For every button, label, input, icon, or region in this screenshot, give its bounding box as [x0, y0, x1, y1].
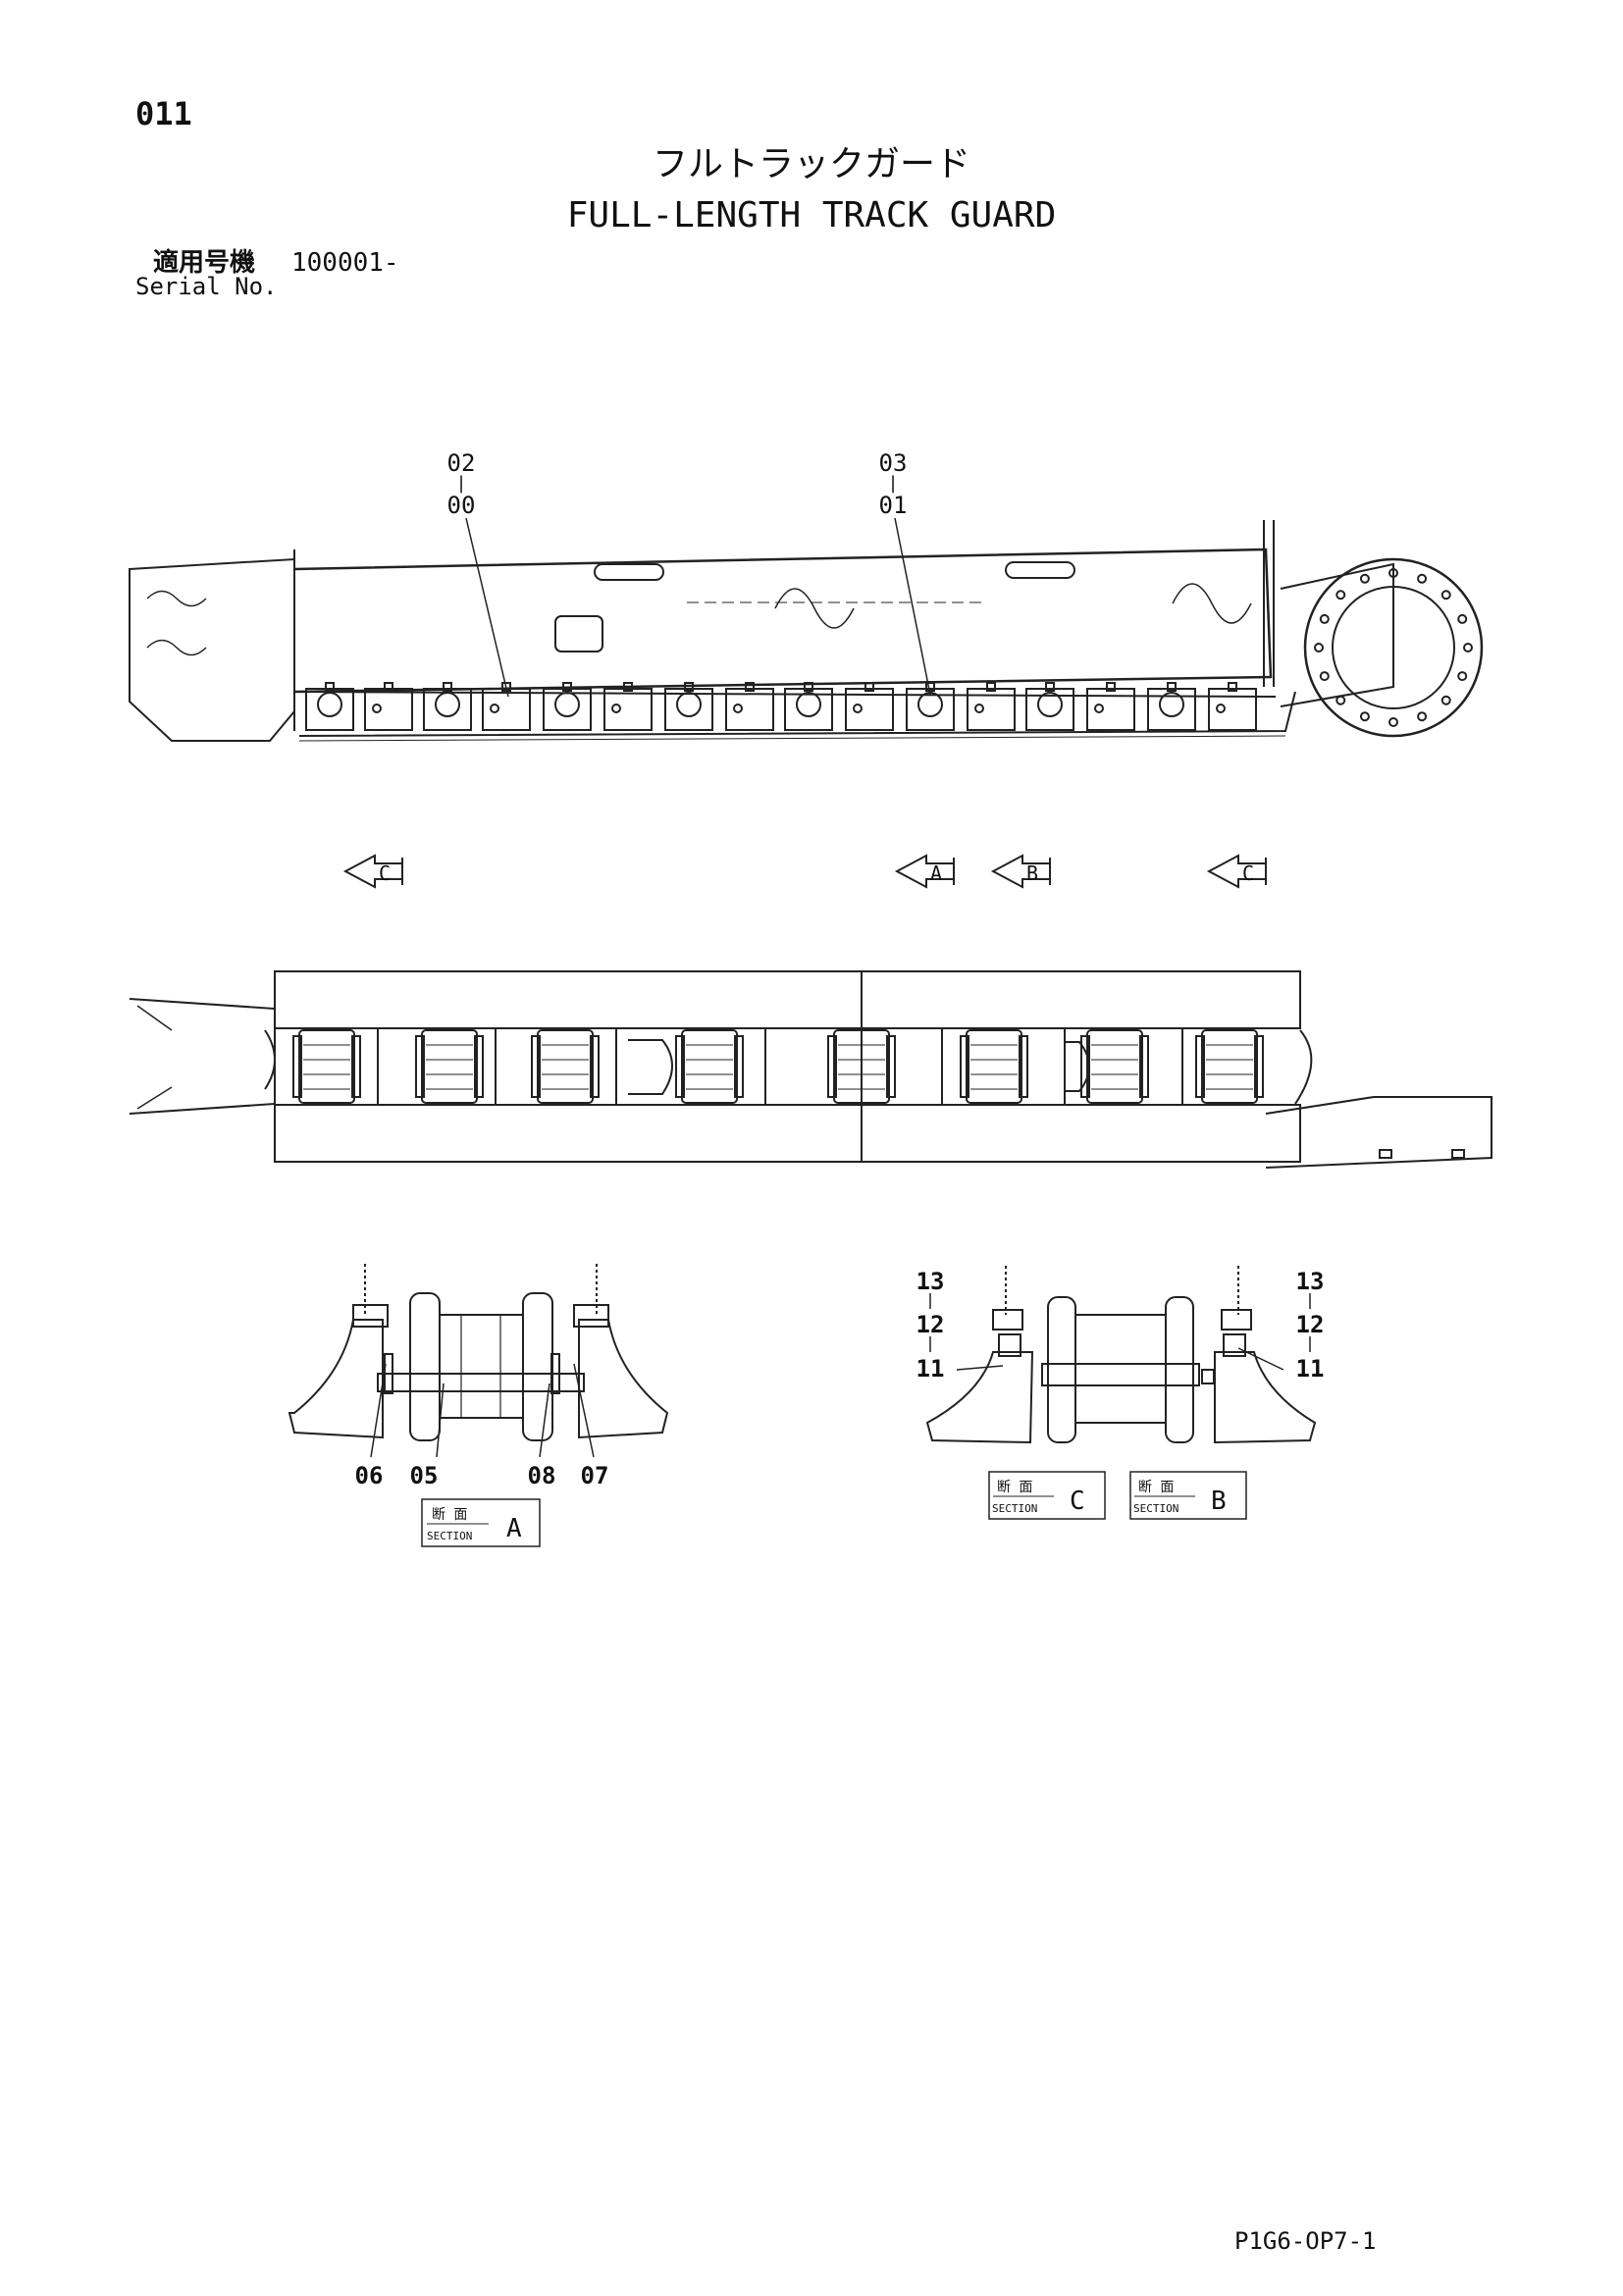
idler-bolt [1388, 568, 1398, 578]
section-cb-right-label-12: 12 [1296, 1311, 1325, 1338]
section-cb-left-label-12: 12 [916, 1311, 945, 1338]
idler-bolt [1388, 717, 1398, 727]
idler-bolt [1457, 613, 1468, 624]
top-view-rollers [292, 1029, 1264, 1104]
idler-bolt [1335, 695, 1346, 705]
side-view-track-frame [129, 520, 1484, 742]
idler-bolt [1417, 711, 1428, 722]
title-japanese: フルトラックガード [652, 144, 970, 184]
top-roller [827, 1029, 896, 1104]
side-roller [543, 682, 592, 731]
section-a-tag: 断 面 SECTION A [421, 1498, 541, 1547]
callout-03-01: 03 | 01 [879, 449, 931, 696]
section-b-tag: 断 面 SECTION B [1129, 1471, 1247, 1520]
section-cb-left-label-13: 13 [916, 1268, 945, 1295]
section-tag-jp: 断 面 [997, 1480, 1032, 1495]
top-roller [1080, 1029, 1149, 1104]
top-roller [531, 1029, 600, 1104]
side-roller [967, 682, 1016, 731]
side-roller [603, 682, 653, 731]
arrow-letter: C [1242, 861, 1254, 885]
section-a-label-08: 08 [528, 1462, 556, 1489]
side-roller [1086, 682, 1135, 731]
section-arrow-c-right: C [1206, 854, 1267, 889]
section-tag-en: SECTION [992, 1502, 1037, 1515]
section-cb-right-label-13: 13 [1296, 1268, 1325, 1295]
idler-bolt [1463, 643, 1473, 652]
idler-bolt [1440, 695, 1451, 705]
top-roller [675, 1029, 744, 1104]
idler-bolt [1319, 671, 1330, 682]
section-cb-drawing [925, 1266, 1317, 1444]
section-tag-en: SECTION [427, 1530, 472, 1542]
idler-bolt [1319, 613, 1330, 624]
section-tag-jp: 断 面 [1138, 1480, 1174, 1495]
side-roller [664, 682, 713, 731]
section-a-label-06: 06 [355, 1462, 384, 1489]
top-roller [960, 1029, 1028, 1104]
idler-bolt [1417, 573, 1428, 584]
section-a-label-05: 05 [410, 1462, 439, 1489]
side-roller [1147, 682, 1196, 731]
callout-dash: | [888, 473, 899, 494]
section-tag-en: SECTION [1133, 1502, 1178, 1515]
title-english: FULL-LENGTH TRACK GUARD [566, 195, 1057, 235]
side-roller [364, 682, 413, 731]
section-a-drawing [288, 1264, 669, 1458]
section-cb-left-label-11: 11 [916, 1355, 945, 1383]
section-arrow-c-left: C [342, 854, 403, 889]
side-roller [1208, 682, 1257, 731]
callout-label-02: 02 [447, 449, 476, 477]
top-roller [292, 1029, 361, 1104]
arrow-letter: C [379, 861, 391, 885]
idler-bolt [1359, 573, 1370, 584]
side-roller [906, 682, 955, 731]
idler-bolt [1359, 711, 1370, 722]
arrow-letter: B [1026, 861, 1038, 885]
serial-label-english: Serial No. [135, 273, 278, 300]
section-tag-jp: 断 面 [432, 1507, 467, 1523]
serial-label-japanese: 適用号機 [153, 248, 256, 278]
top-roller [415, 1029, 484, 1104]
idler-bolt [1335, 590, 1346, 600]
section-tag-letter: B [1211, 1487, 1227, 1516]
section-c-tag: 断 面 SECTION C [988, 1471, 1106, 1520]
page-number: 011 [135, 95, 192, 132]
side-view-rollers [305, 682, 1257, 731]
arrow-letter: A [930, 861, 942, 885]
side-roller [725, 682, 774, 731]
callout-label-03: 03 [879, 449, 908, 477]
side-roller [784, 682, 833, 731]
section-arrow-a: A [894, 854, 955, 889]
idler-bolt [1440, 590, 1451, 600]
side-roller [305, 682, 354, 731]
section-a-label-07: 07 [581, 1462, 609, 1489]
section-tag-letter: A [506, 1514, 522, 1543]
idler-bolt [1457, 671, 1468, 682]
top-view-track-frame [129, 970, 1492, 1169]
callout-label-01: 01 [879, 492, 908, 519]
callout-dash: | [456, 473, 467, 494]
callout-02-00: 02 | 00 [447, 449, 509, 698]
side-roller [845, 682, 894, 731]
section-cb-right-label-11: 11 [1296, 1355, 1325, 1383]
serial-number-value: 100001- [291, 248, 399, 278]
section-arrow-b: B [990, 854, 1051, 889]
side-roller [423, 682, 472, 731]
side-roller [1025, 682, 1074, 731]
drawing-code: P1G6-OP7-1 [1234, 2227, 1377, 2255]
idler-bolt [1314, 643, 1324, 652]
top-roller [1195, 1029, 1264, 1104]
callout-label-00: 00 [447, 492, 476, 519]
idler-bolt-circle [1314, 568, 1473, 727]
section-tag-letter: C [1070, 1487, 1085, 1516]
